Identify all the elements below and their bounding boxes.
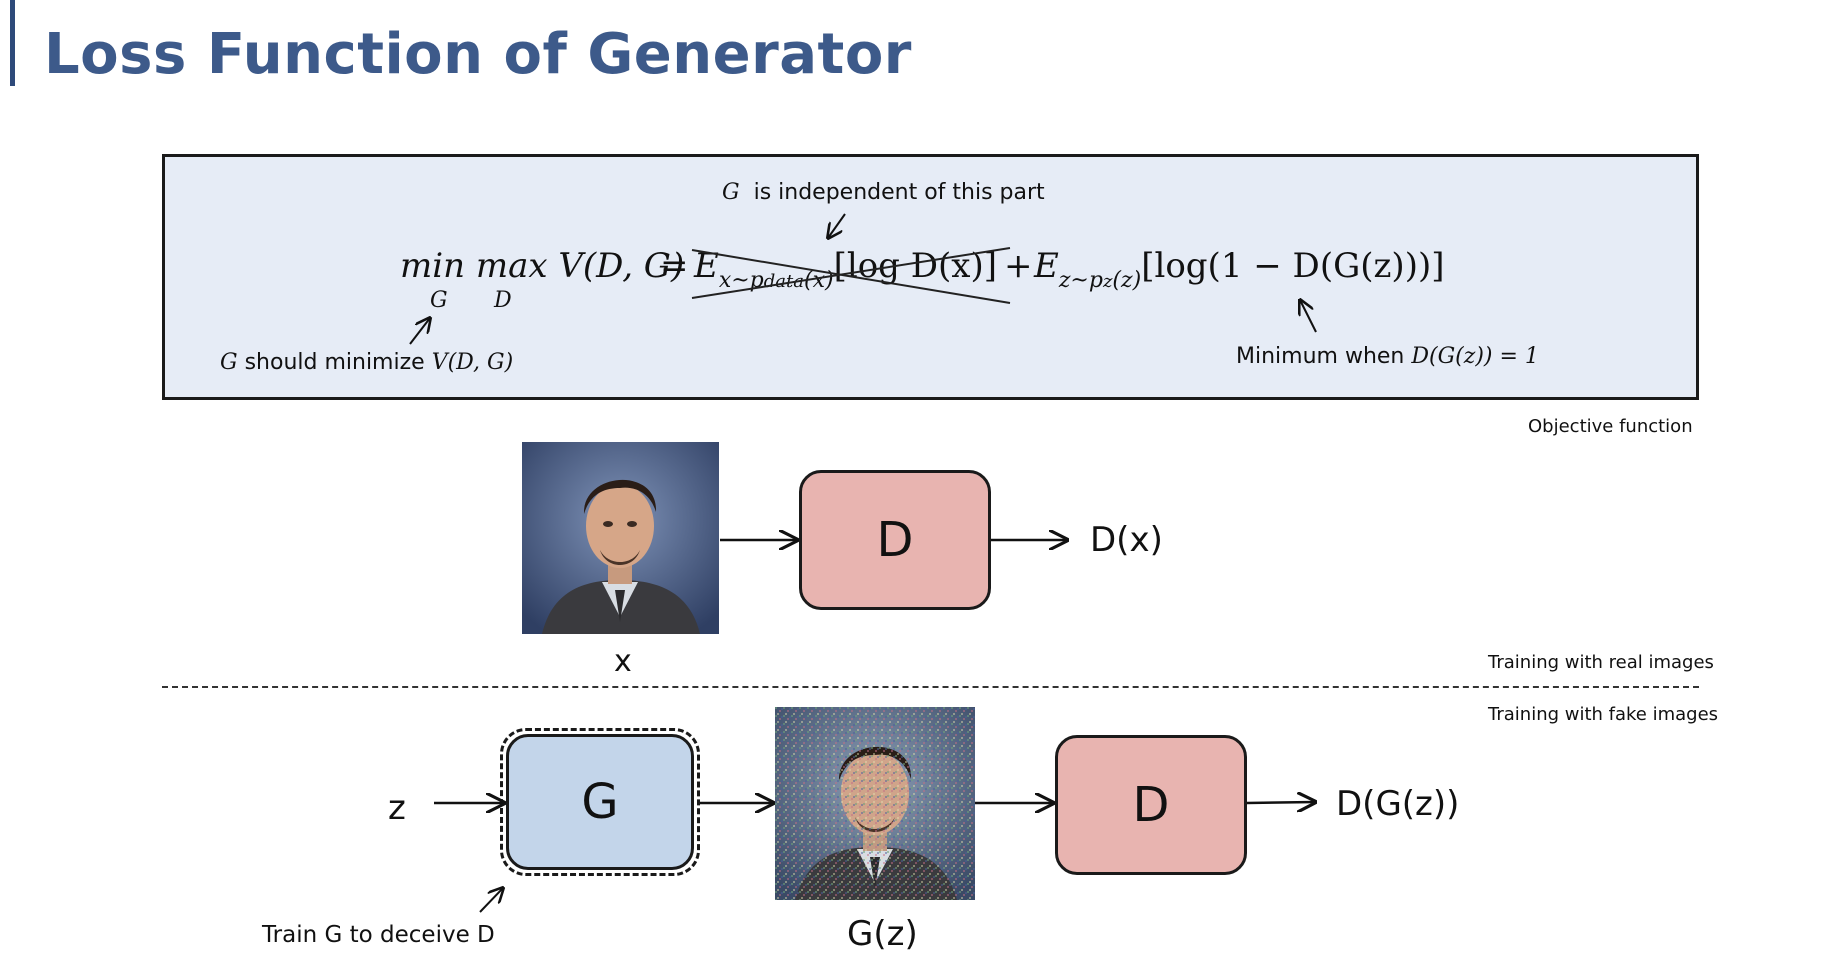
dx-output-label: D(x) (1090, 520, 1163, 560)
d-to-dgz-arrow (1246, 802, 1315, 803)
expectation-fake-term: Ez~pz(z)[log(1 − D(G(z)))] (1034, 246, 1445, 293)
independence-arrow (828, 213, 846, 238)
equals-sign: = (660, 246, 689, 286)
objective-caption: Objective function (1528, 416, 1693, 437)
train-generator-note: Train G to deceive D (262, 922, 495, 948)
real-images-caption: Training with real images (1488, 652, 1714, 673)
title-accent-bar (10, 0, 15, 86)
discriminator-block-real: D (799, 470, 991, 610)
noisy-portrait-photo (775, 707, 975, 900)
max-subscript: D (494, 288, 512, 313)
independence-note: G is independent of this part (722, 180, 1045, 205)
plus-sign: + (1004, 246, 1033, 286)
minimum-note: Minimum when D(G(z)) = 1 (1236, 344, 1539, 369)
strike-line-2 (691, 247, 1011, 299)
minimum-arrow (1300, 300, 1317, 333)
strike-line-1 (691, 249, 1011, 304)
generator-block: G (506, 734, 694, 870)
objective-box (162, 154, 1699, 400)
objective-equation: min max V(D, G) (400, 246, 685, 286)
gz-label: G(z) (847, 914, 918, 954)
portrait-photo (522, 442, 719, 634)
x-label: x (614, 644, 632, 679)
section-divider (162, 686, 1699, 688)
minimize-arrow (409, 318, 430, 345)
discriminator-block-fake: D (1055, 735, 1247, 875)
min-subscript: G (430, 288, 448, 313)
page-title: Loss Function of Generator (44, 22, 912, 87)
train-g-arrow (479, 888, 503, 913)
dgz-output-label: D(G(z)) (1336, 784, 1460, 824)
fake-images-caption: Training with fake images (1488, 704, 1719, 725)
z-label: z (388, 788, 406, 828)
minimize-note: G should minimize V(D, G) (220, 350, 514, 375)
